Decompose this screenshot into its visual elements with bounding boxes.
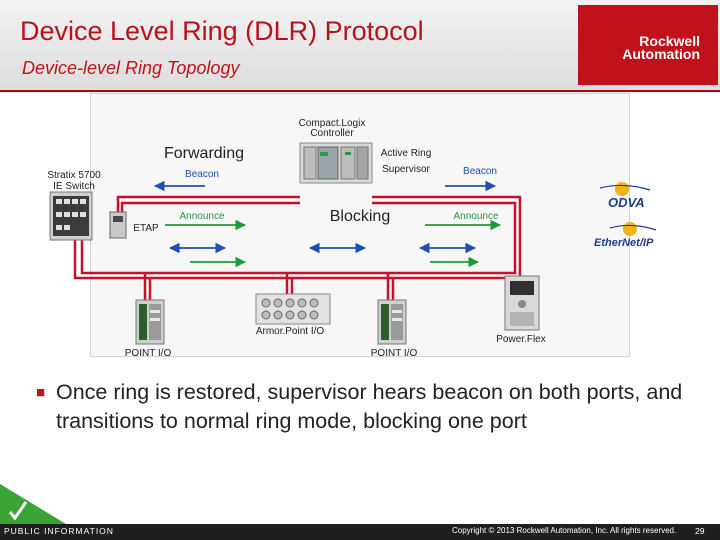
etap-icon — [109, 211, 127, 239]
armor-point-label: Armor.Point I/O — [256, 326, 325, 337]
drop-point-io-right — [386, 273, 395, 300]
ring-top-right — [372, 195, 522, 236]
svg-text:ODVA: ODVA — [608, 195, 645, 210]
logo-line-2: Automation — [622, 46, 700, 62]
controller-label-line2: Controller — [310, 128, 354, 139]
check-mark-icon — [8, 501, 28, 521]
drop-point-io-left — [143, 273, 152, 300]
bullet-text: Once ring is restored, supervisor hears … — [56, 380, 683, 433]
copyright-text: Copyright © 2013 Rockwell Automation, In… — [452, 526, 677, 535]
point-io-left-label: POINT I/O — [125, 348, 172, 359]
header-divider — [0, 90, 720, 92]
beacon-label-right: Beacon — [463, 166, 497, 177]
switch-label-line1: Stratix 5700 — [47, 170, 101, 181]
rockwell-logo: Rockwell Automation — [578, 5, 718, 85]
bullet-point: ■ Once ring is restored, supervisor hear… — [36, 378, 696, 436]
beacon-label-left: Beacon — [185, 169, 219, 180]
slide-header: Device Level Ring (DLR) Protocol Device-… — [0, 0, 720, 92]
beacon-arrows — [153, 180, 497, 254]
controller-label-line1: Compact.Logix — [299, 118, 366, 129]
stratix-switch-icon — [49, 191, 93, 241]
bullet-square-icon: ■ — [36, 384, 46, 401]
svg-text:EtherNet/IP: EtherNet/IP — [594, 237, 654, 249]
forwarding-label: Forwarding — [164, 145, 244, 162]
slide-title: Device Level Ring (DLR) Protocol — [20, 16, 424, 46]
ethernetip-logo-icon: EtherNet/IP — [594, 222, 657, 249]
announce-label-right: Announce — [453, 211, 498, 222]
odva-logo-icon: ODVA — [599, 182, 651, 210]
point-io-right-icon — [377, 299, 407, 345]
public-information-badge — [0, 484, 66, 524]
supervisor-label-line2: Supervisor — [382, 164, 430, 175]
point-io-right-label: POINT I/O — [371, 348, 418, 359]
logo-line-1: Rockwell — [639, 33, 700, 49]
page-number: 29 — [695, 526, 705, 536]
footer-bar: PUBLIC INFORMATION Copyright © 2013 Rock… — [0, 524, 720, 540]
powerflex-label: Power.Flex — [496, 334, 545, 345]
ring-outer-line — [73, 233, 522, 280]
point-io-left-icon — [135, 299, 165, 345]
ring-inner-line — [80, 236, 517, 275]
etap-label: ETAP — [133, 223, 159, 234]
powerflex-drive-icon — [504, 275, 540, 331]
blocking-label: Blocking — [330, 208, 390, 225]
armor-point-icon — [255, 293, 331, 325]
logo-text: Rockwell Automation — [578, 33, 700, 62]
supervisor-label-line1: Active Ring — [381, 148, 432, 159]
slide-subtitle: Device-level Ring Topology — [22, 58, 240, 78]
announce-label-left: Announce — [179, 211, 224, 222]
drop-armor-point — [285, 273, 294, 294]
switch-label-line2: IE Switch — [53, 181, 95, 192]
compactlogix-controller-icon — [299, 142, 373, 184]
announce-arrows — [165, 219, 502, 268]
classification-label: PUBLIC INFORMATION — [4, 526, 114, 536]
